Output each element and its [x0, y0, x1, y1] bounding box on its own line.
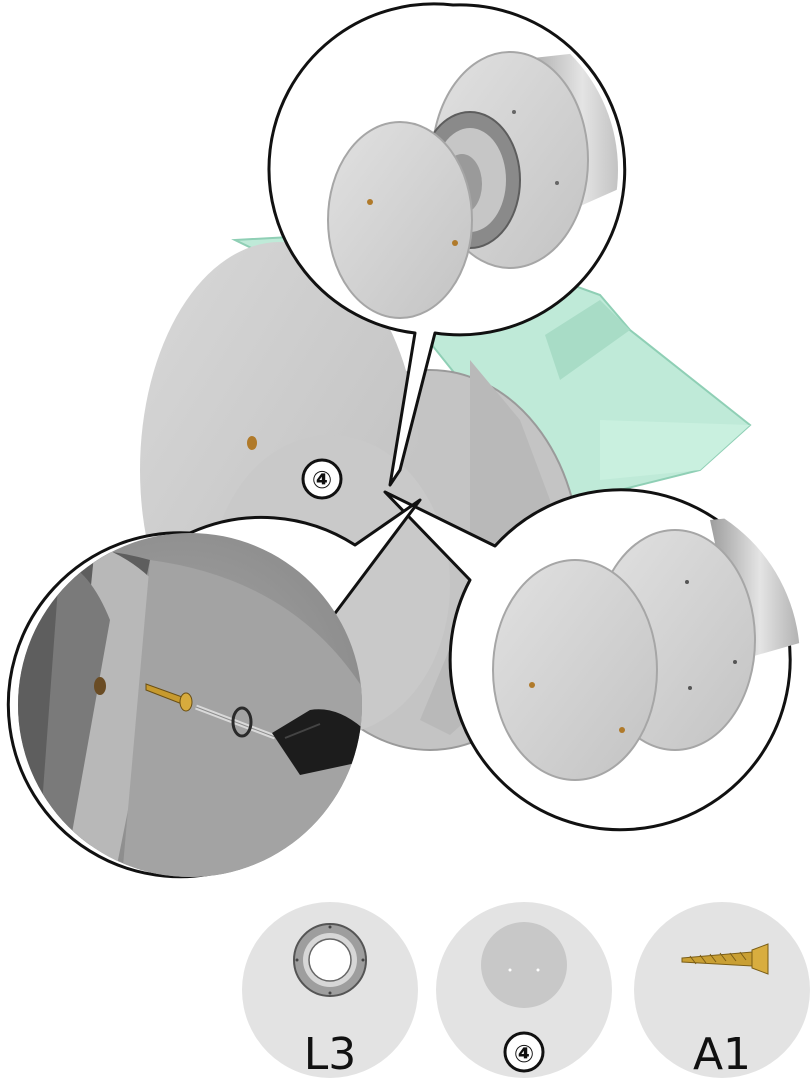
- step-marker-number: ④: [312, 466, 332, 494]
- part-label-l3: L3: [304, 1029, 357, 1080]
- zoom-bubble-left: [0, 500, 420, 900]
- part-label-disc: ④: [514, 1040, 534, 1068]
- part-label-a1: A1: [693, 1029, 751, 1080]
- round-disc-icon: [481, 922, 567, 1008]
- ring-bearing-icon: [294, 924, 366, 996]
- parts-list: L3 ④ A1: [242, 902, 810, 1080]
- zoom-bubble-right: [385, 490, 810, 830]
- part-item-a1: A1: [634, 902, 810, 1080]
- step-marker: ④: [303, 460, 341, 498]
- part-item-l3: L3: [242, 902, 418, 1080]
- part-item-disc: ④: [436, 902, 612, 1078]
- hole-front-disc: [247, 436, 257, 450]
